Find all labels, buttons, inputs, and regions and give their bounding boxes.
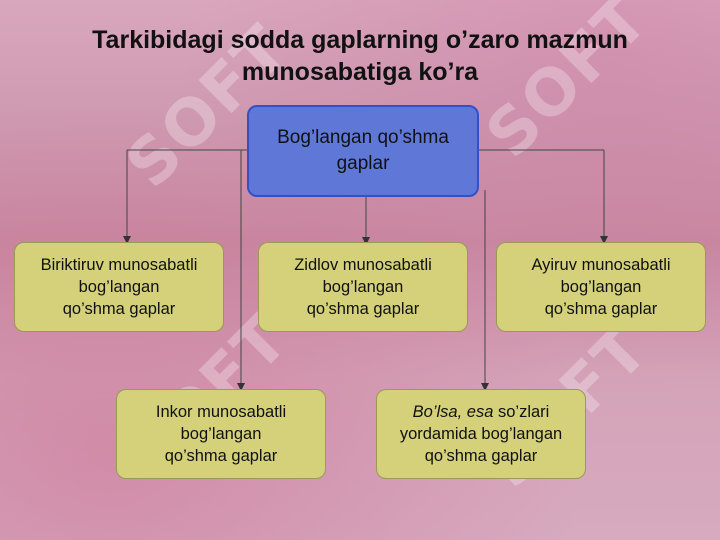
- zidlov-node-label: Zidlov munosabatli bog’langan qo’shma ga…: [294, 256, 432, 318]
- ayiruv-node-label: Ayiruv munosabatli bog’langan qo’shma ga…: [531, 256, 671, 318]
- ayiruv-node: Ayiruv munosabatli bog’langan qo’shma ga…: [496, 242, 706, 332]
- bolsa-node: Bo’lsa, esa so’zlari yordamida bog’langa…: [376, 389, 586, 479]
- inkor-node-label: Inkor munosabatli bog’langan qo’shma gap…: [155, 403, 287, 465]
- biriktiruv-node-label: Biriktiruv munosabatli bog’langan qo’shm…: [40, 256, 198, 318]
- slide-title: Tarkibidagi sodda gaplarning o’zaro mazm…: [92, 26, 628, 86]
- bolsa-node-label: Bo’lsa, esa so’zlari yordamida bog’langa…: [400, 401, 562, 467]
- bolsa-node-italic: Bo’lsa, esa: [412, 403, 494, 421]
- zidlov-node: Zidlov munosabatli bog’langan qo’shma ga…: [258, 242, 468, 332]
- inkor-node: Inkor munosabatli bog’langan qo’shma gap…: [116, 389, 326, 479]
- root-node-label: Bog’langan qo’shma gaplar: [277, 127, 449, 174]
- biriktiruv-node: Biriktiruv munosabatli bog’langan qo’shm…: [14, 242, 224, 332]
- root-node: Bog’langan qo’shma gaplar: [247, 105, 479, 197]
- bolsa-node-rest: so’zlari yordamida bog’langan qo’shma ga…: [399, 403, 563, 465]
